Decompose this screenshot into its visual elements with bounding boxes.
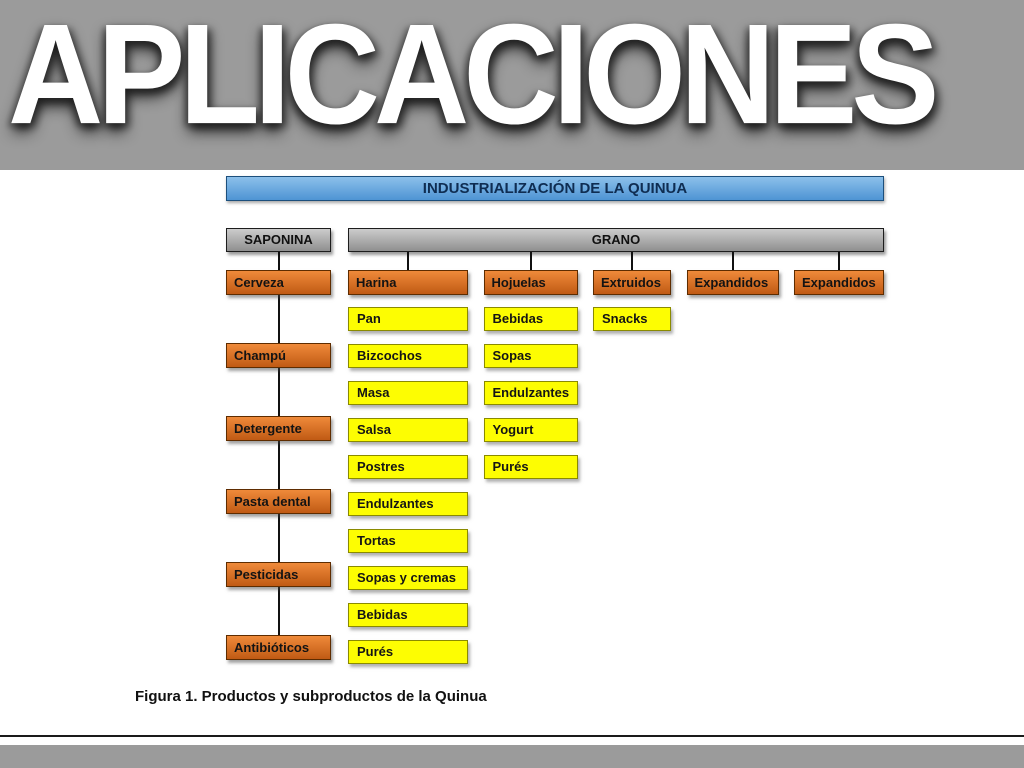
product-node: Endulzantes [348,492,468,516]
connector-line [631,252,633,270]
product-node: Tortas [348,529,468,553]
grano-head-node: Harina [348,270,468,295]
quinua-flowchart: INDUSTRIALIZACIÓN DE LA QUINUA SAPONINA … [226,176,884,677]
grano-column: Expandidos [794,252,884,677]
product-node: Purés [483,455,578,479]
slide-title: APLICACIONES [8,0,939,154]
connector-line [277,252,280,270]
product-node: Bebidas [348,603,468,627]
saponina-node: Pasta dental [226,489,331,514]
grano-column: Expandidos [686,252,779,677]
figure-caption: Figura 1. Productos y subproductos de la… [135,688,487,705]
saponina-node: Champú [226,343,331,368]
product-node: Bebidas [483,307,578,331]
connector-line [731,252,734,270]
product-node: Yogurt [483,418,578,442]
product-node: Sopas [483,344,578,368]
saponina-node: Detergente [226,416,331,441]
product-node: Snacks [593,307,671,331]
product-node: Masa [348,381,468,405]
product-node: Salsa [348,418,468,442]
product-node: Endulzantes [483,381,578,405]
connector-line [529,252,532,270]
connector-line [407,252,409,270]
product-node: Pan [348,307,468,331]
diagram-header: INDUSTRIALIZACIÓN DE LA QUINUA [226,176,884,201]
grano-root-node: GRANO [348,228,884,252]
product-node: Bizcochos [348,344,468,368]
grano-head-node: Extruidos [593,270,671,295]
product-node: Postres [348,455,468,479]
connector-line [277,283,280,647]
saponina-root-node: SAPONINA [226,228,331,252]
product-node: Purés [348,640,468,664]
saponina-node: Antibióticos [226,635,331,660]
grano-head-node: Expandidos [794,270,884,295]
grano-head-node: Hojuelas [483,270,578,295]
grano-head-node: Expandidos [686,270,779,295]
saponina-node: Pesticidas [226,562,331,587]
connector-line [838,252,840,270]
product-node: Sopas y cremas [348,566,468,590]
bottom-band [0,745,1024,768]
divider-line [0,735,1024,737]
saponina-node: Cerveza [226,270,331,295]
content-panel: INDUSTRIALIZACIÓN DE LA QUINUA SAPONINA … [0,170,1024,745]
